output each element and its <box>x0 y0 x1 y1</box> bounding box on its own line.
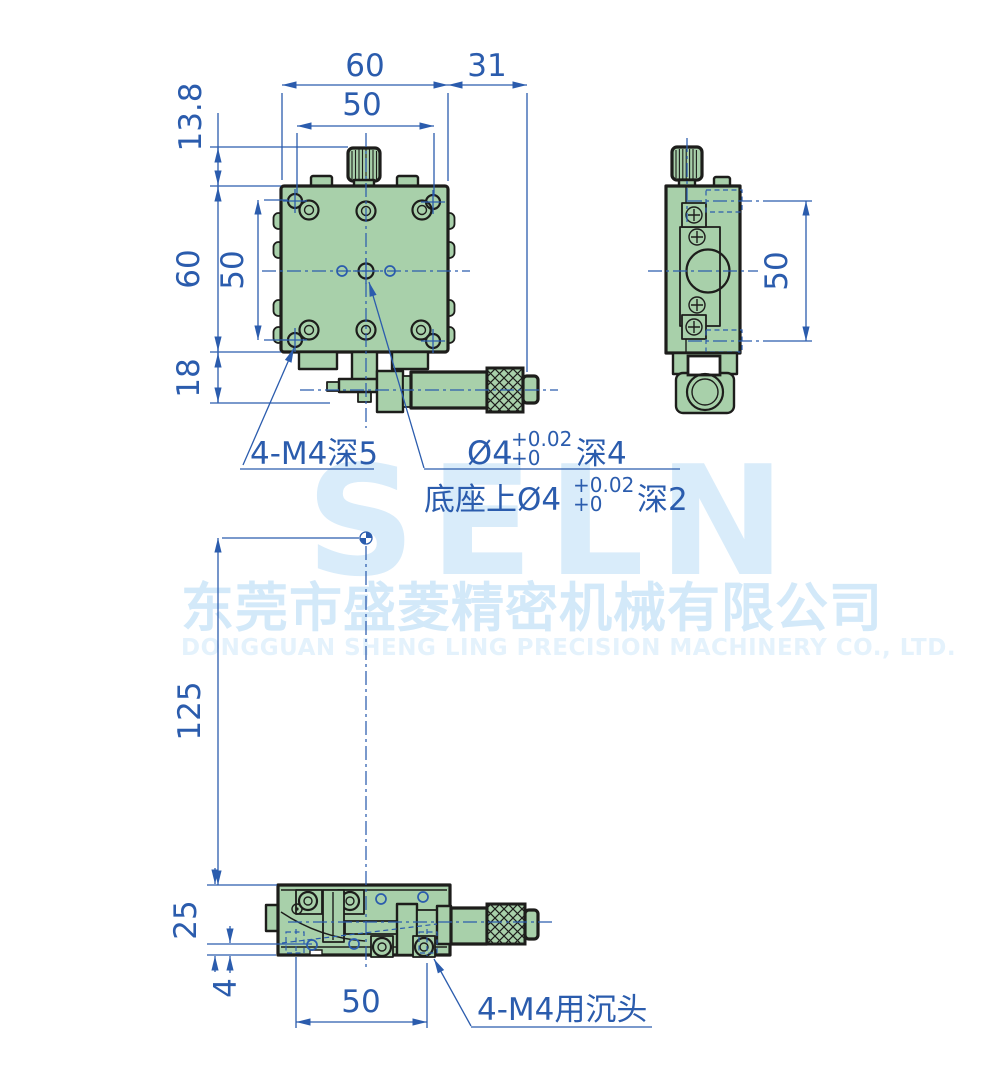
dim-base-height: 18 <box>171 358 207 397</box>
watermark-company-cn: 东莞市盛菱精密机械有限公司 <box>181 578 883 639</box>
watermark: SELN 东莞市盛菱精密机械有限公司 DONGGUAN SHENG LING P… <box>181 433 956 661</box>
base-hole-tol-upper: +0.02 <box>573 473 634 497</box>
foot-notch-left <box>309 949 323 956</box>
watermark-company-en: DONGGUAN SHENG LING PRECISION MACHINERY … <box>181 635 956 661</box>
bottom-internals <box>280 889 440 958</box>
hidden-countersink-right <box>418 931 438 954</box>
foot-right <box>390 350 430 371</box>
dim-center-height: 125 <box>172 681 208 740</box>
base-hole-depth: 深2 <box>637 482 688 518</box>
dim-bottom-hole-span: 50 <box>341 984 380 1020</box>
base-hole-dia: 底座上Ø4 <box>424 482 561 518</box>
dim-top-hole-span: 50 <box>342 87 381 123</box>
side-bottom-bracket <box>671 351 739 415</box>
annotation-countersink-text: 4-M4用沉头 <box>477 992 647 1028</box>
foot-left <box>297 350 339 371</box>
dim-side-hole-span: 50 <box>759 251 795 290</box>
top-view <box>262 133 558 428</box>
adjustment-knob <box>346 146 382 189</box>
center-stem <box>350 350 379 384</box>
countersunk-hole <box>417 891 429 903</box>
dim-micrometer-extension: 31 <box>467 48 506 84</box>
dim-left-hole-span: 50 <box>215 250 251 289</box>
center-hole-dia: Ø4 <box>467 434 513 472</box>
center-hole-depth: 深4 <box>576 436 627 472</box>
annotation-center-hole: Ø4 +0.02 +0 深4 底座上Ø4 +0.02 +0 深2 <box>368 281 688 518</box>
countersunk-hole <box>348 938 360 950</box>
bottom-micrometer <box>435 902 540 946</box>
dim-hole-edge-offset: 4 <box>208 978 244 998</box>
side-screws <box>681 202 707 340</box>
center-hole-tol-lower: +0 <box>511 446 540 470</box>
dim-stage-thickness: 25 <box>168 900 204 939</box>
bottom-micrometer-barrel <box>449 906 489 946</box>
dimensions: 60 31 50 13.8 60 18 50 50 <box>168 48 812 1028</box>
annotation-corner-thread-text: 4-M4深5 <box>250 436 378 472</box>
side-view <box>648 138 770 415</box>
dim-knob-height: 13.8 <box>173 82 209 151</box>
bottom-micrometer-thimble[interactable] <box>485 902 527 946</box>
countersunk-hole <box>306 939 318 951</box>
hidden-countersink-left <box>285 931 305 954</box>
watermark-logo: SELN <box>306 433 799 610</box>
center-hole-tol-upper: +0.02 <box>511 427 572 451</box>
annotation-corner-thread: 4-M4深5 <box>240 347 378 472</box>
side-bracket <box>679 226 721 327</box>
dim-body-height: 60 <box>171 249 207 288</box>
micrometer-bracket <box>375 369 405 414</box>
micrometer-head <box>326 366 540 414</box>
bottom-micrometer-cap <box>523 908 540 941</box>
countersunk-hole <box>375 893 387 905</box>
base-hole-tol-lower: +0 <box>573 492 602 516</box>
bottom-view <box>264 883 556 958</box>
hidden-spindle-line <box>281 923 438 944</box>
datum-point <box>359 531 373 545</box>
annotation-countersink: 4-M4用沉头 <box>433 958 652 1028</box>
dim-top-width: 60 <box>345 48 384 84</box>
